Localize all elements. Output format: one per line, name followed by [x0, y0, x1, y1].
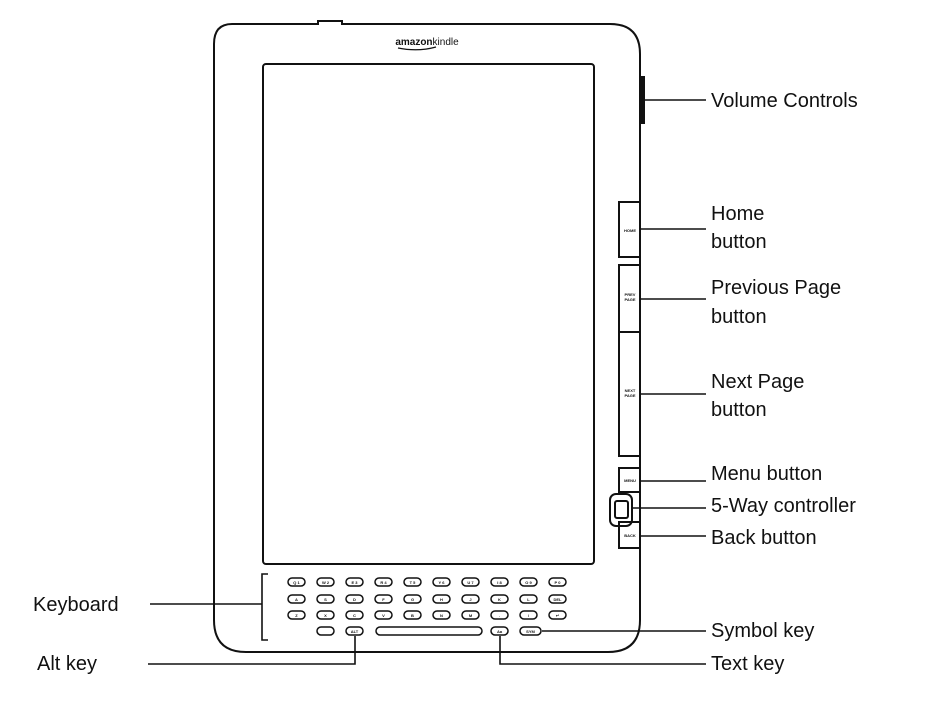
prev-label-line-2: button — [711, 306, 767, 328]
text-key-face: Aa — [497, 629, 503, 634]
home-label-line-2: button — [711, 231, 767, 253]
key-face: X — [324, 613, 327, 618]
key-face: DEL — [554, 597, 563, 602]
next-label-line-1: Next Page — [711, 371, 804, 393]
key-face: C — [353, 613, 356, 618]
key-face: P 0 — [555, 580, 562, 585]
keyboard-row-3: Z X C V B N M. / ↵ — [288, 611, 566, 619]
keyboard-bracket — [262, 574, 268, 640]
key-face: Q 1 — [293, 580, 300, 585]
e-ink-screen — [263, 64, 594, 564]
back-button-face: BACK — [624, 533, 636, 538]
key-face: H — [440, 597, 443, 602]
keyboard-row-1: Q 1 W 2 E 3 R 4 T 5 Y 6 U 7 I 8 O 9 P 0 — [288, 578, 566, 586]
key-face: W 2 — [322, 580, 330, 585]
space-bar[interactable] — [376, 627, 482, 635]
key-face: K — [498, 597, 501, 602]
prev-page-face-2: PAGE — [624, 297, 635, 302]
menu-button-face: MENU — [624, 478, 636, 483]
alt-key-label: Alt key — [37, 653, 97, 675]
text-callout-line — [500, 636, 706, 664]
key-face: F — [382, 597, 385, 602]
keyboard-row-4: ALT Aa SYM — [317, 627, 541, 635]
key-face: M — [469, 613, 473, 618]
device-outline — [214, 21, 640, 652]
five-way-controller-label: 5-Way controller — [711, 495, 856, 517]
home-button-face: HOME — [624, 228, 636, 233]
back-button-label: Back button — [711, 527, 817, 549]
key-face: A — [295, 597, 298, 602]
key-face: . — [499, 613, 500, 618]
keyboard-label: Keyboard — [33, 594, 119, 616]
key-face: I 8 — [497, 580, 502, 585]
keyboard-row-2: A S D F G H J K L DEL — [288, 595, 566, 603]
key-face: Z — [295, 613, 298, 618]
key-face: R 4 — [380, 580, 387, 585]
text-key-label: Text key — [711, 653, 784, 675]
shift-key[interactable] — [317, 627, 334, 635]
next-page-face-2: PAGE — [624, 393, 635, 398]
symbol-key-face: SYM — [526, 629, 535, 634]
key-face: L — [527, 597, 530, 602]
side-buttons: HOME PREV PAGE NEXT PAGE MENU BACK — [610, 202, 640, 548]
menu-button-label: Menu button — [711, 463, 822, 485]
prev-label-line-1: Previous Page — [711, 277, 841, 299]
symbol-key-label: Symbol key — [711, 620, 814, 642]
key-face: D — [353, 597, 356, 602]
alt-key-face: ALT — [351, 629, 359, 634]
callout-labels: Volume Controls Home button Previous Pag… — [33, 90, 858, 675]
key-face: N — [440, 613, 443, 618]
key-face: G — [411, 597, 414, 602]
volume-controls-label: Volume Controls — [711, 90, 858, 112]
key-face: O 9 — [525, 580, 532, 585]
callout-lines — [148, 100, 706, 664]
kindle-device: amazonkindle — [214, 21, 645, 652]
key-face: / — [528, 613, 530, 618]
key-face: B — [411, 613, 414, 618]
key-face: T 5 — [410, 580, 417, 585]
home-label-line-1: Home — [711, 203, 764, 225]
key-face: V — [382, 613, 385, 618]
volume-rocker — [640, 76, 645, 124]
next-label-line-2: button — [711, 399, 767, 421]
key-face: E 3 — [351, 580, 358, 585]
key-face: S — [324, 597, 327, 602]
key-face: U 7 — [467, 580, 474, 585]
alt-callout-line — [148, 636, 355, 664]
five-way-controller-inner — [615, 501, 628, 518]
key-face: ↵ — [556, 613, 559, 618]
brand-logo: amazonkindle — [395, 37, 459, 48]
key-face: J — [469, 597, 471, 602]
key-face: Y 6 — [439, 580, 446, 585]
keyboard: Q 1 W 2 E 3 R 4 T 5 Y 6 U 7 I 8 O 9 P 0 A S D F G H J K L… — [288, 578, 566, 635]
